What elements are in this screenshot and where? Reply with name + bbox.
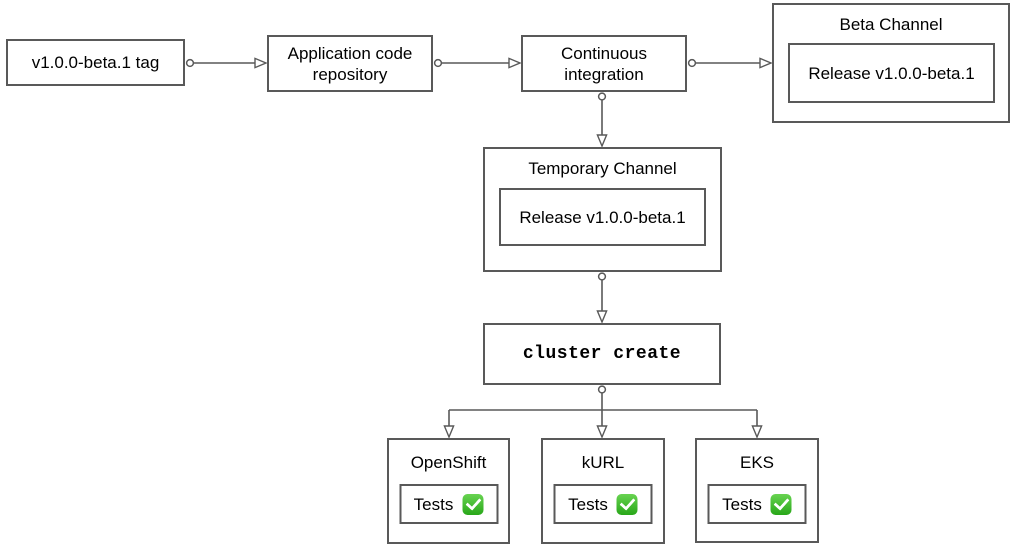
source-dot-icon — [597, 272, 607, 281]
arrowhead-icon — [759, 57, 773, 69]
connector-cluster-create-to-platforms — [443, 385, 763, 439]
source-dot-icon — [597, 385, 607, 394]
node-temporary-channel: Temporary Channel Release v1.0.0-beta.1 — [483, 147, 722, 272]
check-mark-button-icon — [462, 493, 484, 515]
node-platform-kurl: kURL Tests — [541, 438, 665, 544]
source-dot-icon — [433, 58, 443, 68]
eks-tests-box: Tests — [707, 484, 807, 524]
version-tag-label: v1.0.0-beta.1 tag — [31, 53, 160, 72]
connector-ci-to-beta-channel — [687, 57, 773, 69]
arrowhead-icon — [596, 425, 608, 439]
cluster-create-label: cluster create — [522, 343, 682, 364]
continuous-integration-label: Continuous integration — [560, 43, 647, 84]
beta-channel-title: Beta Channel — [839, 14, 943, 34]
node-beta-channel-release: Release v1.0.0-beta.1 — [788, 43, 995, 103]
check-mark-button-icon — [616, 493, 638, 515]
temporary-channel-title: Temporary Channel — [528, 159, 677, 178]
node-platform-eks: EKS Tests — [695, 438, 819, 543]
kurl-title: kURL — [581, 452, 625, 472]
connector-repository-to-ci — [433, 57, 522, 69]
arrowhead-icon — [751, 425, 763, 439]
tests-label: Tests — [568, 494, 608, 514]
beta-release-label: Release v1.0.0-beta.1 — [808, 63, 975, 83]
source-dot-icon — [687, 58, 697, 68]
arrowhead-icon — [596, 310, 608, 324]
node-temporary-channel-release: Release v1.0.0-beta.1 — [499, 188, 706, 246]
source-dot-icon — [185, 58, 195, 68]
connector-temporary-channel-to-cluster-create — [596, 272, 608, 324]
temporary-release-label: Release v1.0.0-beta.1 — [519, 207, 686, 227]
kurl-tests-box: Tests — [553, 484, 653, 524]
tests-label: Tests — [722, 494, 762, 514]
source-dot-icon — [597, 92, 607, 101]
node-application-code-repository: Application code repository — [267, 35, 433, 92]
openshift-tests-box: Tests — [399, 484, 498, 524]
arrowhead-icon — [443, 425, 455, 439]
connector-ci-to-temporary-channel — [596, 92, 608, 148]
arrowhead-icon — [508, 57, 522, 69]
connector-tag-to-repository — [185, 57, 268, 69]
arrowhead-icon — [596, 134, 608, 148]
node-version-tag: v1.0.0-beta.1 tag — [6, 39, 185, 86]
arrowhead-icon — [254, 57, 268, 69]
check-mark-button-icon — [770, 493, 792, 515]
node-continuous-integration: Continuous integration — [521, 35, 687, 92]
tests-label: Tests — [413, 494, 454, 514]
node-cluster-create: cluster create — [483, 323, 721, 385]
node-beta-channel: Beta Channel Release v1.0.0-beta.1 — [772, 3, 1010, 123]
eks-title: EKS — [739, 452, 775, 472]
repository-label: Application code repository — [287, 43, 413, 84]
node-platform-openshift: OpenShift Tests — [387, 438, 510, 544]
openshift-title: OpenShift — [410, 452, 487, 472]
